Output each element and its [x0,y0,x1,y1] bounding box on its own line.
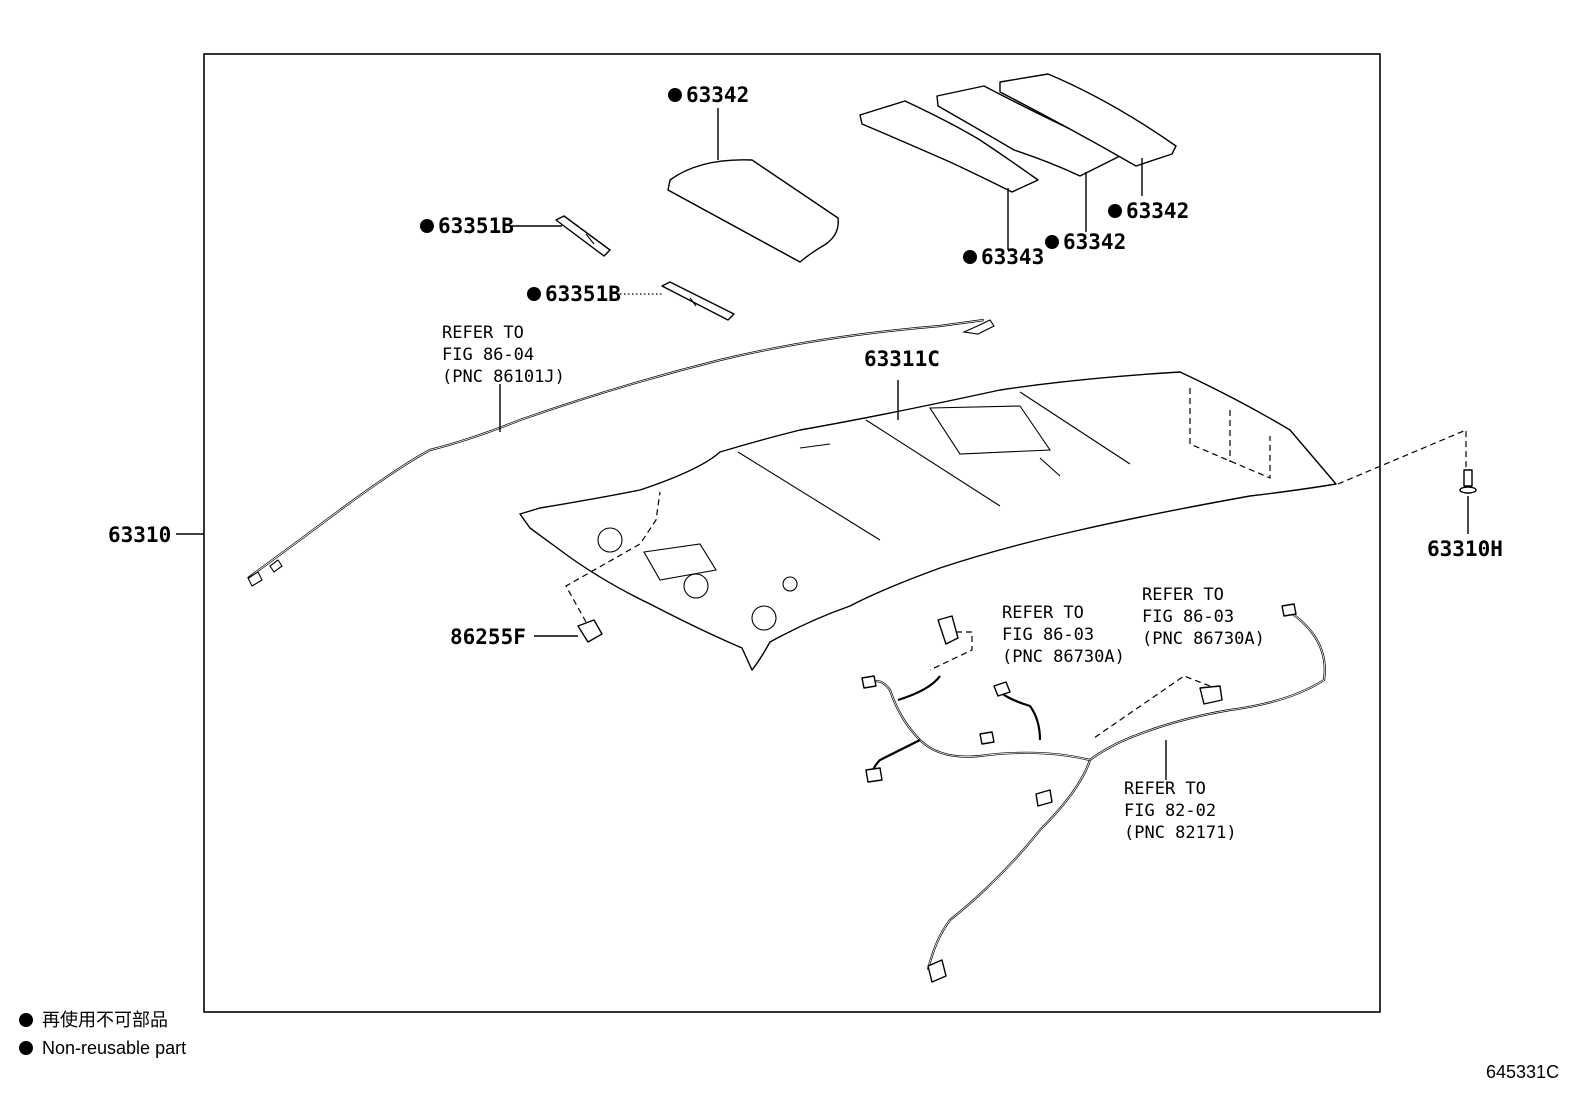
ref-line: (PNC 86730A) [1002,647,1125,667]
callout-label: 63351B [545,282,621,306]
ref-line: (PNC 86101J) [442,367,565,387]
callout-label: 63342 [1126,199,1189,223]
callout-63310: 63310 [108,523,171,547]
callout-63343: 63343 [963,245,1044,269]
callout-label: 63351B [438,214,514,238]
filled-circle-icon [420,219,434,233]
callout-label: 63343 [981,245,1044,269]
lamp-bracket-left [929,615,973,671]
clip-63310h [1337,429,1477,494]
ref-line: REFER TO [1142,585,1224,605]
roof-side-wire [247,318,995,587]
ref-fig-82-02: REFER TO FIG 82-02 (PNC 82171) [1124,779,1237,843]
legend: 再使用不可部品 Non-reusable part [19,1010,186,1058]
filled-circle-icon [19,1013,33,1027]
figure-code: 645331C [1486,1062,1559,1082]
filled-circle-icon [527,287,541,301]
filled-circle-icon [19,1041,33,1055]
leader-lines [176,108,1469,780]
ref-line: FIG 82-02 [1124,801,1216,821]
ref-line: REFER TO [1002,603,1084,623]
roof-wire-harness [861,603,1326,983]
callout-63310h: 63310H [1427,537,1503,561]
silencer-pad-63342-top [667,159,839,263]
clip-63351b-lower [661,281,735,321]
clip-63351b-upper [555,215,611,257]
filled-circle-icon [1045,235,1059,249]
lamp-bracket-right [1093,675,1223,739]
headliner-63311c [519,371,1337,671]
callout-86255f: 86255F [450,625,526,649]
ref-fig-86-03-a: REFER TO FIG 86-03 (PNC 86730A) [1002,603,1125,667]
filled-circle-icon [668,88,682,102]
callout-63342-top: 63342 [668,83,749,107]
ref-fig-86-03-b: REFER TO FIG 86-03 (PNC 86730A) [1142,585,1265,649]
callout-label: 63342 [686,83,749,107]
diagram-frame [203,53,1381,1013]
ref-line: (PNC 86730A) [1142,629,1265,649]
callout-63351b-2: 63351B [527,282,621,306]
silencer-pad-63342-right [999,73,1177,167]
clip-86255f [565,491,661,643]
filled-circle-icon [963,250,977,264]
filled-circle-icon [1108,204,1122,218]
silencer-pad-63343 [859,100,1039,193]
ref-line: FIG 86-04 [442,345,534,365]
callout-63342-right: 63342 [1108,199,1189,223]
ref-line: REFER TO [442,323,524,343]
legend-line-en: Non-reusable part [42,1038,186,1058]
callout-63351b-1: 63351B [420,214,514,238]
ref-line: REFER TO [1124,779,1206,799]
legend-line-jp: 再使用不可部品 [42,1010,168,1030]
ref-line: FIG 86-03 [1142,607,1234,627]
ref-line: (PNC 82171) [1124,823,1237,843]
callout-63342-mid: 63342 [1045,230,1126,254]
callout-63311c: 63311C [864,347,940,371]
callout-label: 63342 [1063,230,1126,254]
ref-fig-86-04: REFER TO FIG 86-04 (PNC 86101J) [442,323,565,387]
silencer-pad-63342-mid [936,85,1121,177]
ref-line: FIG 86-03 [1002,625,1094,645]
